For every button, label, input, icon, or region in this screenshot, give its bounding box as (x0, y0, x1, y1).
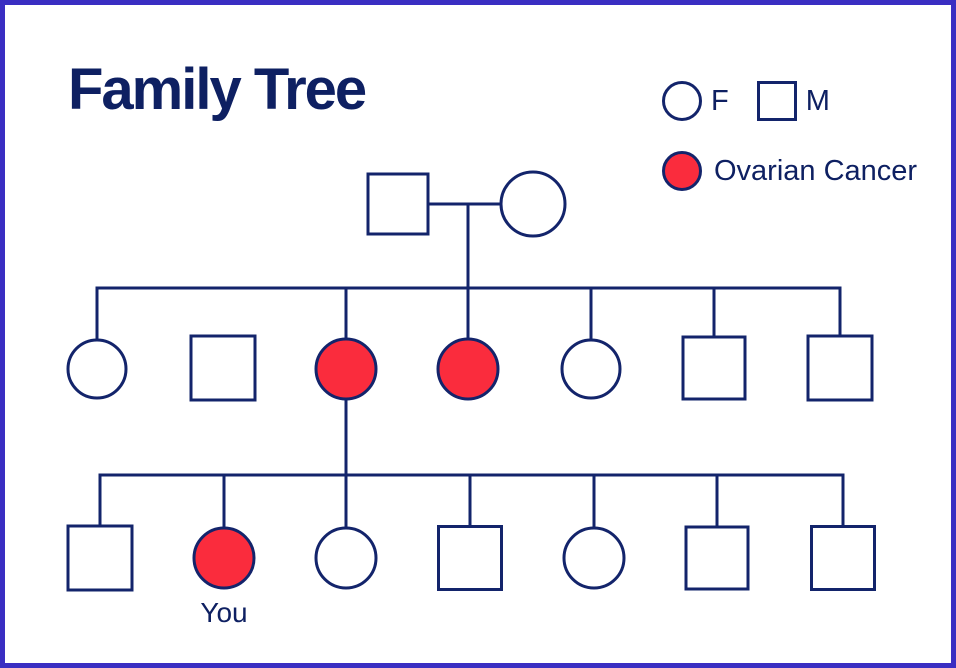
person-gen3-child-5-female-circle (562, 526, 626, 590)
person-gen2-child-1-female-circle (66, 338, 128, 400)
legend-female-icon (662, 81, 702, 121)
person-gen3-child-7-male-square (810, 525, 876, 591)
person-gen2-child-6-male-square (681, 335, 747, 401)
person-grandmother-female-circle (499, 170, 567, 238)
person-gen3-child-3-female-circle (314, 526, 378, 590)
person-gen2-child-4-female-circle (436, 337, 500, 401)
person-gen3-child-6-male-square (684, 525, 750, 591)
person-gen2-child-3-mother-female-circle (314, 337, 378, 401)
person-you-female-circle (192, 526, 256, 590)
person-gen2-spouse-male-square (189, 334, 257, 402)
legend-female-label: F (711, 84, 729, 117)
legend-male-icon (756, 81, 797, 121)
person-gen2-child-5-female-circle (560, 338, 622, 400)
you-label: You (200, 597, 248, 628)
legend-ovarian-cancer-label: Ovarian Cancer (714, 154, 918, 187)
person-grandfather-male-square (366, 172, 430, 236)
legend-male-label: M (805, 84, 830, 117)
legend-ovarian-cancer-icon (662, 151, 702, 191)
person-gen3-child-1-male-square (66, 524, 134, 592)
page-title: Family Tree (68, 57, 367, 122)
legend-row-affected: Ovarian Cancer (662, 151, 917, 191)
person-gen2-child-7-male-square (806, 334, 874, 402)
legend: F M Ovarian Cancer (662, 81, 917, 191)
person-gen3-child-4-male-square (437, 525, 503, 591)
legend-row-sex: F M (662, 81, 917, 121)
